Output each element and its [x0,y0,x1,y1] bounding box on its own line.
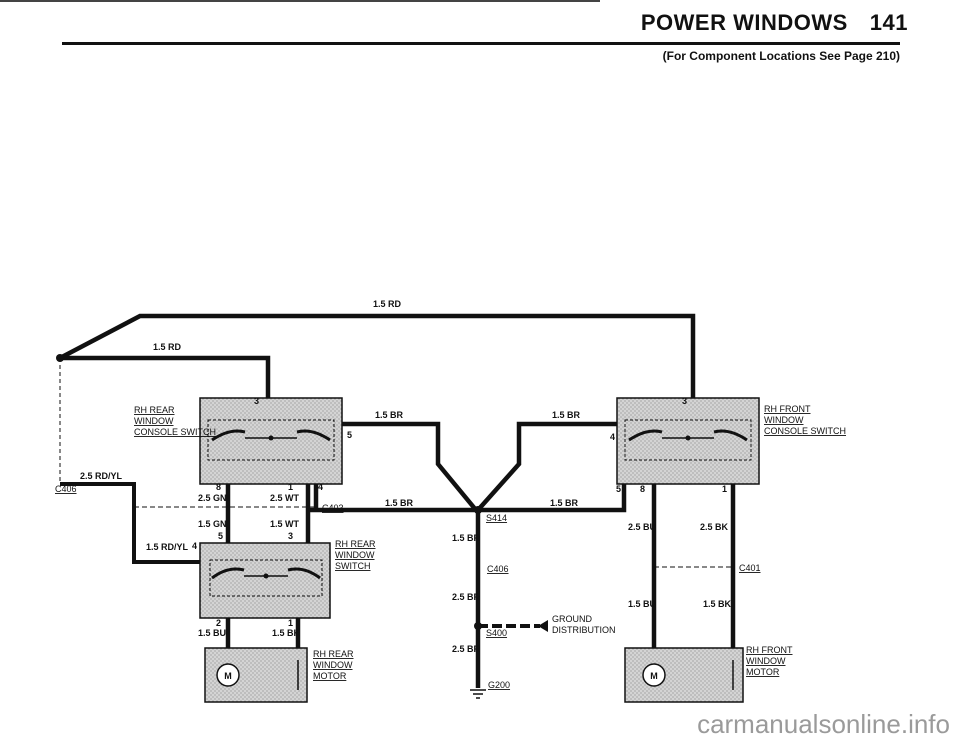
motor-m-right: M [650,671,658,681]
splice-s414: S414 [486,513,507,523]
title-text: POWER WINDOWS [640,10,848,35]
wire-left-1.5-rd [60,355,271,398]
connector-c401: C401 [739,563,761,573]
rr-switch-line-2: WINDOW [335,550,375,560]
wire-br-lower-right [478,484,627,513]
rf-motor-line-1: RH FRONT [746,645,793,655]
pin-rr-console-3: 3 [254,396,259,406]
wire-rd-yl [60,482,200,564]
rr-motor-line-1: RH REAR [313,649,354,659]
label-rf-console-switch: RH FRONT WINDOW CONSOLE SWITCH [764,404,846,436]
label-bu-15-left: 1.5 BU [198,628,226,638]
pin-rr-console-5: 5 [347,430,352,440]
wire-top-1.5-rd [58,313,696,398]
label-br-lower-left: 1.5 BR [385,498,414,508]
rf-console-line-2: WINDOW [764,415,804,425]
pin-rr-switch-5: 5 [218,531,223,541]
label-gn-25: 2.5 GN [198,493,227,503]
label-rd-yl-upper: 2.5 RD/YL [80,471,123,481]
ground-arrow-icon [538,620,548,632]
pin-rr-switch-4: 4 [192,541,197,551]
pin-rf-console-3: 3 [682,396,687,406]
pin-rr-switch-2: 2 [216,618,221,628]
s414-splice-dot [474,506,482,514]
connector-c403: C403 [322,503,344,513]
pin-rf-console-4: 4 [610,432,615,442]
label-br-upper-left: 1.5 BR [375,410,404,420]
pin-rf-console-8: 8 [640,484,645,494]
label-bk-15-right: 1.5 BK [703,599,732,609]
rh-rear-console-switch-box [199,397,343,485]
label-bk-15-left: 1.5 BK [272,628,301,638]
s400-splice-dot [474,622,482,630]
label-bk-25-right: 2.5 BK [700,522,729,532]
rr-motor-line-2: WINDOW [313,660,353,670]
connector-c406-left: C406 [55,484,77,494]
label-wt-15: 1.5 WT [270,519,300,529]
rf-console-line-1: RH FRONT [764,404,811,414]
label-wt-25: 2.5 WT [270,493,300,503]
label-gn-15: 1.5 GN [198,519,227,529]
motor-m-left: M [224,671,232,681]
label-left-rd: 1.5 RD [153,342,182,352]
rr-console-line-1: RH REAR [134,405,175,415]
ground-line-2: DISTRIBUTION [552,625,616,635]
label-rd-yl-lower: 1.5 RD/YL [146,542,189,552]
watermark: carmanualsonline.info [697,709,950,739]
header-rule [62,42,900,45]
rr-console-line-3: CONSOLE SWITCH [134,427,216,437]
top-edge-rule [0,0,600,2]
connector-c406-mid: C406 [487,564,509,574]
rh-front-window-motor-box [624,647,744,703]
label-ground-distribution: GROUND DISTRIBUTION [552,614,616,635]
splice-s400: S400 [486,628,507,638]
ground-icon [470,689,486,699]
rh-front-console-switch-box [616,397,760,485]
pin-rr-switch-1: 1 [288,618,293,628]
label-br-25-a: 2.5 BR [452,592,481,602]
wire-br-upper-right [476,421,617,512]
label-rr-window-switch: RH REAR WINDOW SWITCH [335,539,376,571]
page-title: POWER WINDOWS 141 [641,10,908,36]
rr-console-line-2: WINDOW [134,416,174,426]
feed-splice-dot [56,354,64,362]
label-br-lower-right: 1.5 BR [550,498,579,508]
rh-rear-window-switch-box [199,542,331,619]
ground-g200: G200 [488,680,510,690]
label-top-rd: 1.5 RD [373,299,402,309]
ground-line-1: GROUND [552,614,592,624]
label-br-25-b: 2.5 BR [452,644,481,654]
rf-motor-line-3: MOTOR [746,667,780,677]
rf-motor-line-2: WINDOW [746,656,786,666]
label-rr-window-motor: RH REAR WINDOW MOTOR [313,649,354,681]
pin-rr-switch-3: 3 [288,531,293,541]
pin-rr-console-8: 8 [216,482,221,492]
page-subtitle: (For Component Locations See Page 210) [662,49,900,63]
power-feed-wires [58,313,736,688]
rf-console-line-3: CONSOLE SWITCH [764,426,846,436]
pin-rf-console-1: 1 [722,484,727,494]
rr-switch-line-3: SWITCH [335,561,371,571]
wire-br-upper-left [342,421,478,512]
label-rr-console-switch: RH REAR WINDOW CONSOLE SWITCH [134,405,216,437]
rr-motor-line-3: MOTOR [313,671,347,681]
label-br-mid: 1.5 BR [452,533,481,543]
pin-rr-console-4: 4 [318,482,323,492]
rr-switch-line-1: RH REAR [335,539,376,549]
pin-rf-console-5: 5 [616,484,621,494]
page-number: 141 [869,10,908,35]
pin-rr-console-1: 1 [288,482,293,492]
label-rf-window-motor: RH FRONT WINDOW MOTOR [746,645,793,677]
label-bu-15-right: 1.5 BU [628,599,656,609]
rh-rear-window-motor-box [204,647,308,703]
label-bu-25-right: 2.5 BU [628,522,656,532]
label-br-upper-right: 1.5 BR [552,410,581,420]
